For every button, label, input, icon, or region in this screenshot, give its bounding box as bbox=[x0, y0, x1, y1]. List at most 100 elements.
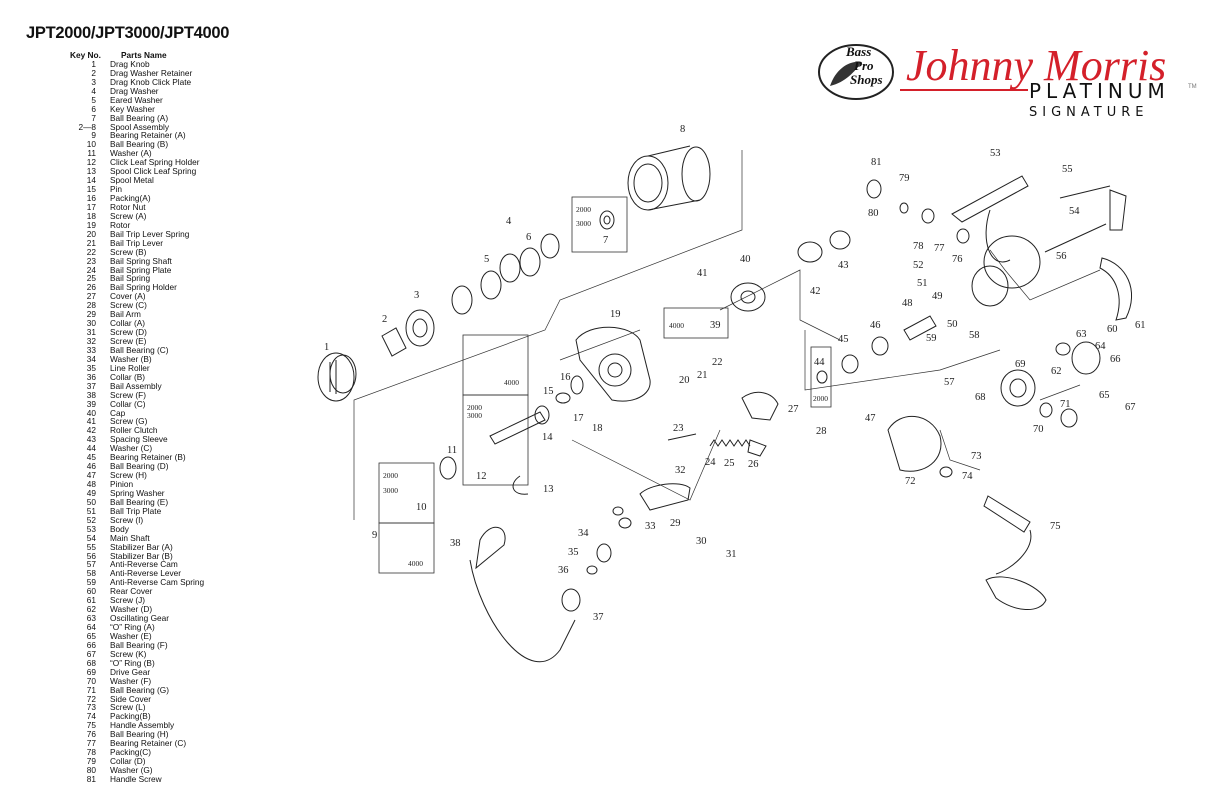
part-key-no: 42 bbox=[86, 425, 96, 436]
part-name: Anti-Reverse Cam Spring bbox=[110, 577, 205, 588]
callout-label: 31 bbox=[726, 549, 737, 560]
parts-list-row: 64“O” Ring (A) bbox=[70, 623, 204, 632]
part-key-no: 4 bbox=[91, 85, 96, 96]
parts-list-row: 16 Packing(A) bbox=[70, 194, 204, 203]
part-key-no: 65 bbox=[86, 630, 96, 641]
part-name: Stabilizer Bar (A) bbox=[110, 541, 173, 552]
cap-40-part bbox=[730, 282, 766, 312]
parts-list-row: 17 Rotor Nut bbox=[70, 203, 204, 212]
callout-label: 63 bbox=[1076, 329, 1087, 340]
part-key-no: 16 bbox=[86, 193, 96, 203]
part-name: Collar (C) bbox=[110, 398, 146, 409]
part-name: Bearing Retainer (C) bbox=[110, 738, 187, 749]
part-key-no: 17 bbox=[86, 201, 96, 212]
box7-size-3000: 3000 bbox=[576, 219, 591, 228]
part-name: Washer (D) bbox=[110, 604, 153, 615]
part-name: Spool Assembly bbox=[110, 121, 170, 132]
rotor-part bbox=[575, 326, 651, 402]
part-name: Screw (E) bbox=[110, 336, 147, 346]
part-key-no: 25 bbox=[86, 273, 96, 284]
part-key-no: 31 bbox=[86, 327, 96, 338]
callout-label: 4 bbox=[506, 216, 512, 227]
part-key-no: 9 bbox=[91, 130, 96, 141]
box10-size-3000: 3000 bbox=[383, 486, 398, 495]
part-key-no: 35 bbox=[86, 362, 96, 373]
callout-label: 20 bbox=[679, 375, 690, 386]
callout-label: 55 bbox=[1062, 164, 1073, 175]
callout-label: 24 bbox=[705, 457, 716, 468]
callout-label: 13 bbox=[543, 484, 554, 495]
callout-label: 32 bbox=[675, 465, 686, 476]
variant-box-7 bbox=[571, 196, 628, 253]
part-name: Handle Assembly bbox=[110, 720, 175, 731]
main-shaft-part bbox=[1044, 185, 1127, 253]
part-name: Washer (F) bbox=[110, 675, 152, 686]
callout-label: 30 bbox=[696, 536, 707, 547]
callout-label: 37 bbox=[593, 612, 604, 623]
part-key-no: 37 bbox=[86, 380, 96, 391]
parts-list-row: 70 Washer (F) bbox=[70, 675, 204, 686]
part-name: Screw (A) bbox=[110, 210, 147, 221]
callout-label: 22 bbox=[712, 357, 723, 368]
part-key-no: 6 bbox=[91, 103, 96, 114]
part-name: “O” Ring (B) bbox=[110, 657, 155, 668]
part-name: Bail Trip Lever Spring bbox=[110, 228, 190, 239]
part-name: Washer (C) bbox=[110, 443, 153, 454]
callout-label: 58 bbox=[969, 330, 980, 341]
variant-box-12 bbox=[462, 394, 529, 486]
part-name: Pin bbox=[110, 184, 122, 195]
part-name: Spring Washer bbox=[110, 487, 165, 498]
part-name: Rotor Nut bbox=[110, 201, 146, 212]
part-name: Spool Click Leaf Spring bbox=[110, 166, 197, 177]
part-key-no: 55 bbox=[86, 541, 96, 552]
callout-label: 60 bbox=[1107, 324, 1118, 335]
parts-list-row: 55 Stabilizer Bar (A) bbox=[70, 541, 204, 552]
callout-label: 70 bbox=[1033, 424, 1044, 435]
part-key-no: 48 bbox=[86, 479, 96, 489]
part-key-no: 41 bbox=[86, 416, 96, 427]
part-name: Packing(A) bbox=[110, 193, 151, 203]
part-name: Pinion bbox=[110, 479, 134, 489]
part-name: Screw (J) bbox=[110, 595, 146, 606]
part-name: Stabilizer Bar (B) bbox=[110, 550, 173, 561]
part-name: Spacing Sleeve bbox=[110, 434, 168, 445]
part-name: Body bbox=[110, 523, 129, 534]
callout-label: 66 bbox=[1110, 354, 1121, 365]
callout-label: 39 bbox=[710, 320, 721, 331]
part-name: Eared Washer bbox=[110, 94, 163, 105]
callout-label: 42 bbox=[810, 286, 821, 297]
bail-arm-part bbox=[639, 483, 691, 511]
part-key-no: 18 bbox=[86, 210, 96, 221]
part-key-no: 23 bbox=[86, 255, 96, 266]
part-key-no: 73 bbox=[86, 702, 96, 713]
part-key-no: 34 bbox=[86, 353, 96, 364]
part-key-no: 70 bbox=[86, 675, 96, 686]
part-name: Ball Bearing (B) bbox=[110, 139, 169, 150]
part-key-no: 14 bbox=[86, 175, 96, 186]
part-name: “O” Ring (A) bbox=[110, 622, 155, 632]
part-name: Ball Bearing (C) bbox=[110, 344, 169, 355]
callout-label: 6 bbox=[526, 232, 531, 243]
